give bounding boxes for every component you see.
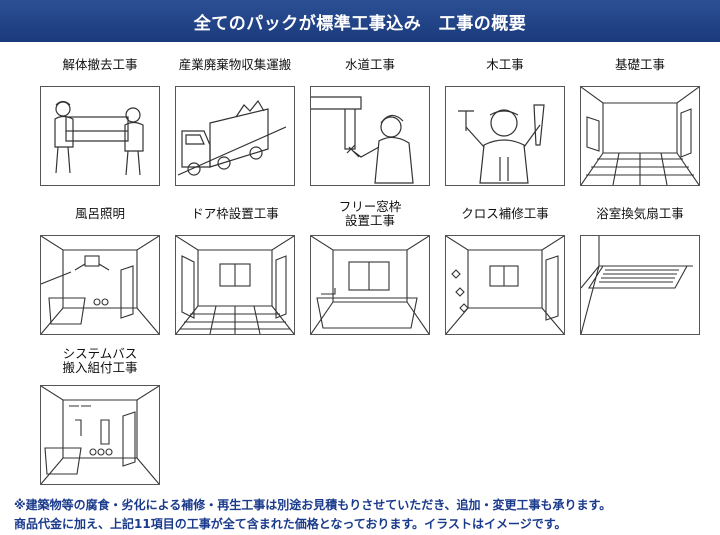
ventilation-fan-icon (580, 235, 700, 335)
removal-workers-icon (40, 86, 160, 186)
item-label: システムバス 搬入組付工事 (62, 346, 138, 375)
item-label: ドア枠設置工事 (191, 206, 279, 221)
item-label: 基礎工事 (614, 57, 665, 72)
carpenter-icon (445, 86, 565, 186)
item-label: フリー窓枠 設置工事 (338, 199, 402, 228)
truck-icon (175, 86, 295, 186)
item-label: 木工事 (486, 57, 524, 72)
item-label: 風呂照明 (74, 206, 125, 221)
footnote-line-1: ※建築物等の腐食・劣化による補修・再生工事は別途お見積もりさせていただき、追加・… (14, 498, 612, 512)
page-title-bar: 全てのパックが標準工事込み 工事の概要 (0, 0, 720, 42)
footnote: ※建築物等の腐食・劣化による補修・再生工事は別途お見積もりさせていただき、追加・… (14, 496, 714, 534)
item-label: 解体撤去工事 (62, 57, 138, 72)
footnote-line-2: 商品代金に加え、上記11項目の工事が全て含まれた価格となっております。イラストは… (14, 517, 567, 531)
item-label: 水道工事 (344, 57, 395, 72)
system-bath-icon (40, 385, 160, 485)
door-frame-icon (175, 235, 295, 335)
page-title: 全てのパックが標準工事込み 工事の概要 (193, 13, 527, 34)
bath-lighting-icon (40, 235, 160, 335)
window-frame-icon (310, 235, 430, 335)
item-label: 産業廃棄物収集運搬 (178, 57, 292, 72)
item-label: 浴室換気扇工事 (596, 206, 684, 221)
plumber-icon (310, 86, 430, 186)
item-label: クロス補修工事 (461, 206, 549, 221)
room-foundation-icon (580, 86, 700, 186)
wall-cloth-icon (445, 235, 565, 335)
